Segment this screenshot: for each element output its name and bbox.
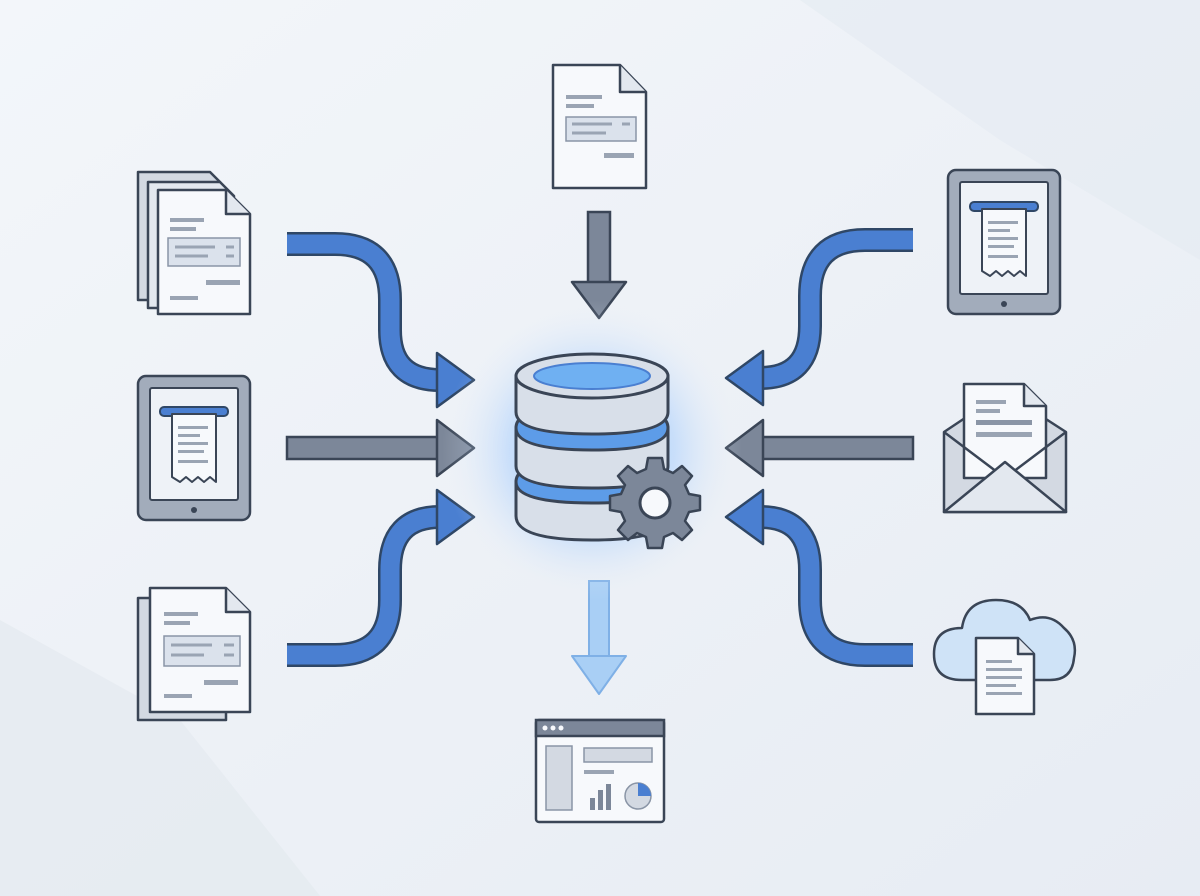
source-email-right xyxy=(942,382,1068,514)
document-stack-icon xyxy=(136,586,252,722)
arrow-left-top xyxy=(287,232,476,409)
arrow-right-top xyxy=(724,228,913,407)
arrow-output xyxy=(571,580,627,695)
email-document-icon xyxy=(942,382,1068,514)
output-dashboard xyxy=(534,718,666,824)
arrow-left-bottom xyxy=(287,488,476,667)
dashboard-icon xyxy=(534,718,666,824)
source-document-stack-bottom xyxy=(136,586,252,722)
source-cloud-right xyxy=(932,598,1077,716)
tablet-receipt-icon xyxy=(946,168,1062,316)
source-document-stack-top xyxy=(136,170,252,316)
tablet-receipt-icon xyxy=(136,374,252,522)
background-shape xyxy=(0,620,320,896)
document-icon xyxy=(551,63,648,190)
arrow-right-bottom xyxy=(724,488,913,667)
source-tablet-left xyxy=(136,374,252,522)
source-tablet-right xyxy=(946,168,1062,316)
hub xyxy=(442,300,742,600)
source-document-top xyxy=(551,63,648,190)
gear-icon xyxy=(608,456,702,550)
background-shape xyxy=(800,0,1200,260)
arrow-right-middle xyxy=(724,418,915,478)
document-stack-icon xyxy=(136,170,252,316)
cloud-document-icon xyxy=(932,598,1077,716)
arrow-top xyxy=(570,210,628,320)
